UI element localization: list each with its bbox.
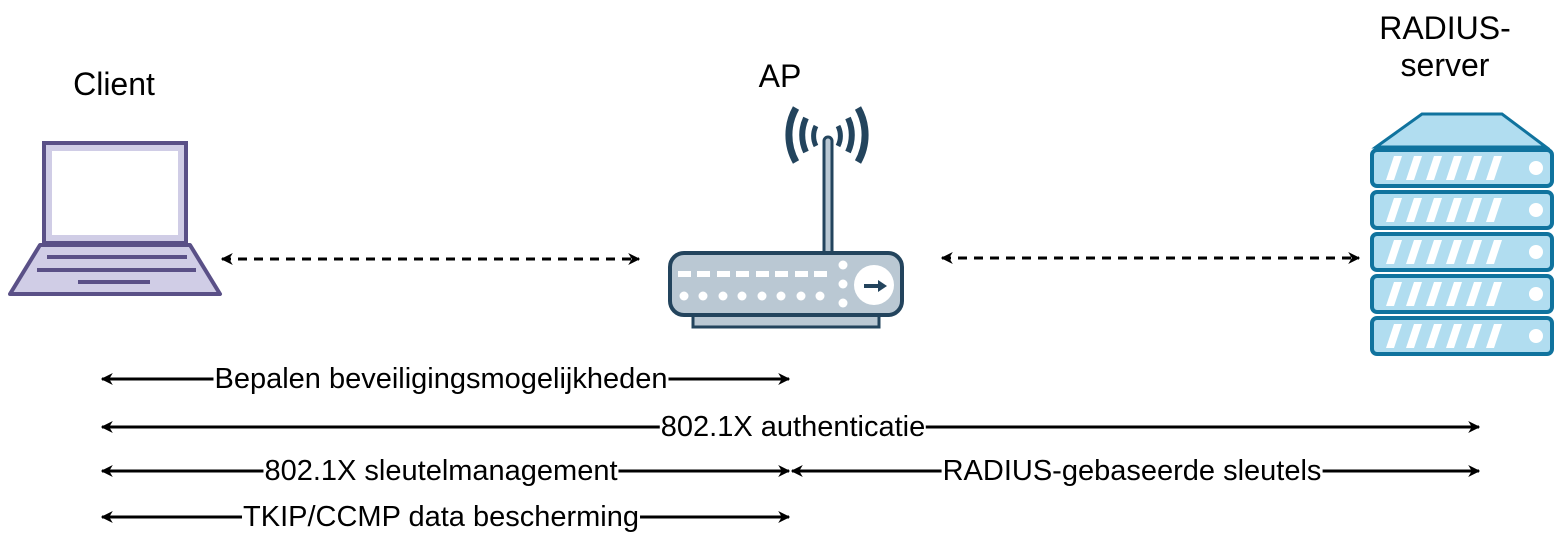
server-vent	[1446, 156, 1462, 180]
server-unit	[1370, 190, 1554, 230]
exchange-label-8021x-authentication: 802.1X authenticatie	[659, 411, 927, 443]
server-vent	[1406, 282, 1422, 306]
laptop-icon[interactable]	[8, 141, 222, 296]
server-unit	[1370, 274, 1554, 314]
server-led	[1529, 245, 1543, 259]
ap-label: AP	[758, 58, 802, 94]
server-vent	[1406, 324, 1422, 348]
radius-server-label: RADIUS- server	[1360, 10, 1530, 84]
server-vent	[1466, 324, 1482, 348]
server-vent	[1466, 240, 1482, 264]
server-vent	[1446, 240, 1462, 264]
server-vent	[1426, 324, 1442, 348]
server-vent	[1386, 198, 1402, 222]
server-vent	[1426, 240, 1442, 264]
exchange-label-radius-keys: RADIUS-gebaseerde sleutels	[941, 455, 1323, 487]
server-unit	[1370, 316, 1554, 356]
server-vent	[1386, 282, 1402, 306]
server-vent	[1486, 156, 1502, 180]
server-unit	[1370, 232, 1554, 272]
server-vent	[1426, 282, 1442, 306]
exchange-label-8021x-key-management: 802.1X sleutelmanagement	[263, 455, 619, 487]
server-vent	[1386, 156, 1402, 180]
server-vent	[1446, 198, 1462, 222]
server-led	[1529, 329, 1543, 343]
server-top	[1371, 112, 1551, 149]
wireless-router-icon[interactable]	[668, 106, 904, 329]
server-led	[1529, 287, 1543, 301]
server-vent	[1426, 198, 1442, 222]
server-vent	[1406, 198, 1422, 222]
server-vent	[1486, 240, 1502, 264]
client-label: Client	[73, 66, 155, 102]
server-vent	[1486, 198, 1502, 222]
server-vent	[1446, 282, 1462, 306]
server-vent	[1466, 282, 1482, 306]
server-vent	[1406, 240, 1422, 264]
server-led	[1529, 203, 1543, 217]
radius-label-line2: server	[1400, 47, 1490, 83]
server-vent	[1406, 156, 1422, 180]
server-vent	[1446, 324, 1462, 348]
server-led	[1529, 161, 1543, 175]
server-vent	[1426, 156, 1442, 180]
server-vent	[1466, 198, 1482, 222]
server-vent	[1386, 324, 1402, 348]
server-unit	[1370, 148, 1554, 188]
server-vent	[1486, 282, 1502, 306]
exchange-label-security-capabilities: Bepalen beveiligingsmogelijkheden	[213, 363, 669, 395]
server-vent	[1486, 324, 1502, 348]
radius-label-line1: RADIUS-	[1379, 10, 1511, 46]
server-vent	[1466, 156, 1482, 180]
server-rack-icon[interactable]	[1370, 112, 1554, 356]
exchange-label-data-protection: TKIP/CCMP data bescherming	[242, 501, 640, 533]
server-vent	[1386, 240, 1402, 264]
